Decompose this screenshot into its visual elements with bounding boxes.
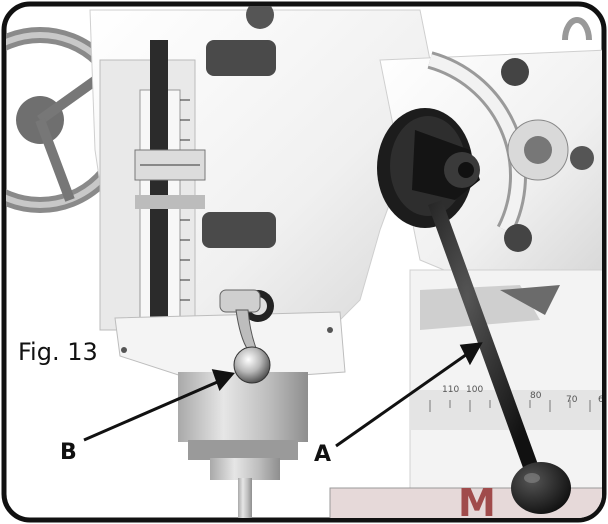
figure-caption: Fig. 13	[18, 338, 98, 366]
scale-number: 6	[598, 395, 604, 405]
callout-label-a: A	[314, 442, 332, 467]
callout-b-arrow-line	[83, 378, 223, 442]
callout-a-arrowhead	[459, 342, 483, 366]
callout-label-b: B	[60, 440, 77, 465]
scale-number: 110	[442, 385, 459, 395]
feed-lever	[377, 108, 571, 514]
scale-number: 100	[466, 385, 483, 395]
scale-number: 70	[566, 395, 578, 405]
quill-lock-lever	[219, 289, 274, 384]
callout-b-arrowhead	[211, 369, 235, 391]
callout-a-arrow-line	[335, 350, 471, 448]
brand-mark: M	[458, 481, 496, 524]
scale-number: 80	[530, 391, 542, 401]
